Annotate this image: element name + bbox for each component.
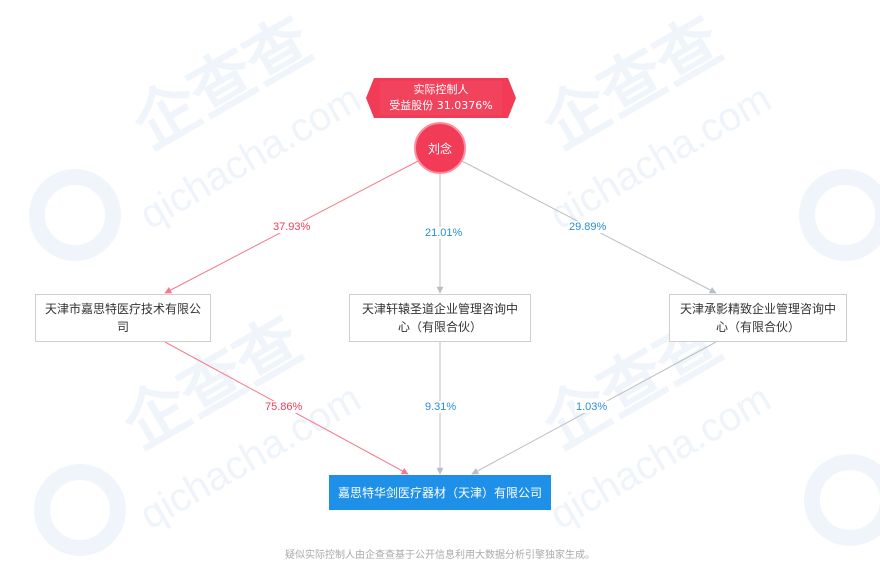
edge-label-person-c2: 21.01% bbox=[424, 227, 464, 239]
person-node[interactable]: 刘念 bbox=[414, 122, 466, 174]
edge-label-c2-target: 9.31% bbox=[424, 401, 458, 413]
edge-label-person-c1: 37.93% bbox=[272, 221, 312, 233]
target-company-node[interactable]: 嘉思特华剑医疗器材（天津）有限公司 bbox=[329, 475, 551, 510]
watermark-domain: qichacha.com bbox=[133, 376, 369, 538]
person-name: 刘念 bbox=[427, 141, 452, 156]
edge-label-c1-target: 75.86% bbox=[264, 401, 304, 413]
edge-label-c3-target: 1.03% bbox=[575, 401, 609, 413]
company-name: 天津承影精致企业管理咨询中心（有限合伙） bbox=[679, 302, 836, 334]
watermark-brand: 企查查 bbox=[121, 4, 324, 164]
footer-disclaimer: 疑似实际控制人由企查查基于公开信息利用大数据分析引擎独家生成。 bbox=[285, 550, 595, 561]
company-node-jiasite-medical-tech[interactable]: 天津市嘉思特医疗技术有限公司 bbox=[35, 294, 211, 342]
target-company-name: 嘉思特华剑医疗器材（天津）有限公司 bbox=[337, 486, 542, 500]
company-node-xuanyuan-shengdao[interactable]: 天津轩辕圣道企业管理咨询中心（有限合伙） bbox=[349, 294, 531, 342]
watermark-domain: qichacha.com bbox=[133, 76, 369, 238]
watermark-domain: qichacha.com bbox=[543, 76, 779, 238]
company-name: 天津市嘉思特医疗技术有限公司 bbox=[44, 302, 201, 334]
controller-title: 实际控制人 bbox=[413, 83, 469, 96]
controller-share: 受益股份 31.0376% bbox=[389, 99, 493, 112]
watermark-brand: 企查查 bbox=[531, 4, 734, 164]
company-node-chengying-jingzhi[interactable]: 天津承影精致企业管理咨询中心（有限合伙） bbox=[669, 294, 847, 342]
controller-banner: 实际控制人 受益股份 31.0376% bbox=[374, 78, 508, 118]
edge-label-person-c3: 29.89% bbox=[568, 221, 608, 233]
company-name: 天津轩辕圣道企业管理咨询中心（有限合伙） bbox=[361, 302, 518, 334]
controller-banner-shape bbox=[366, 78, 516, 118]
